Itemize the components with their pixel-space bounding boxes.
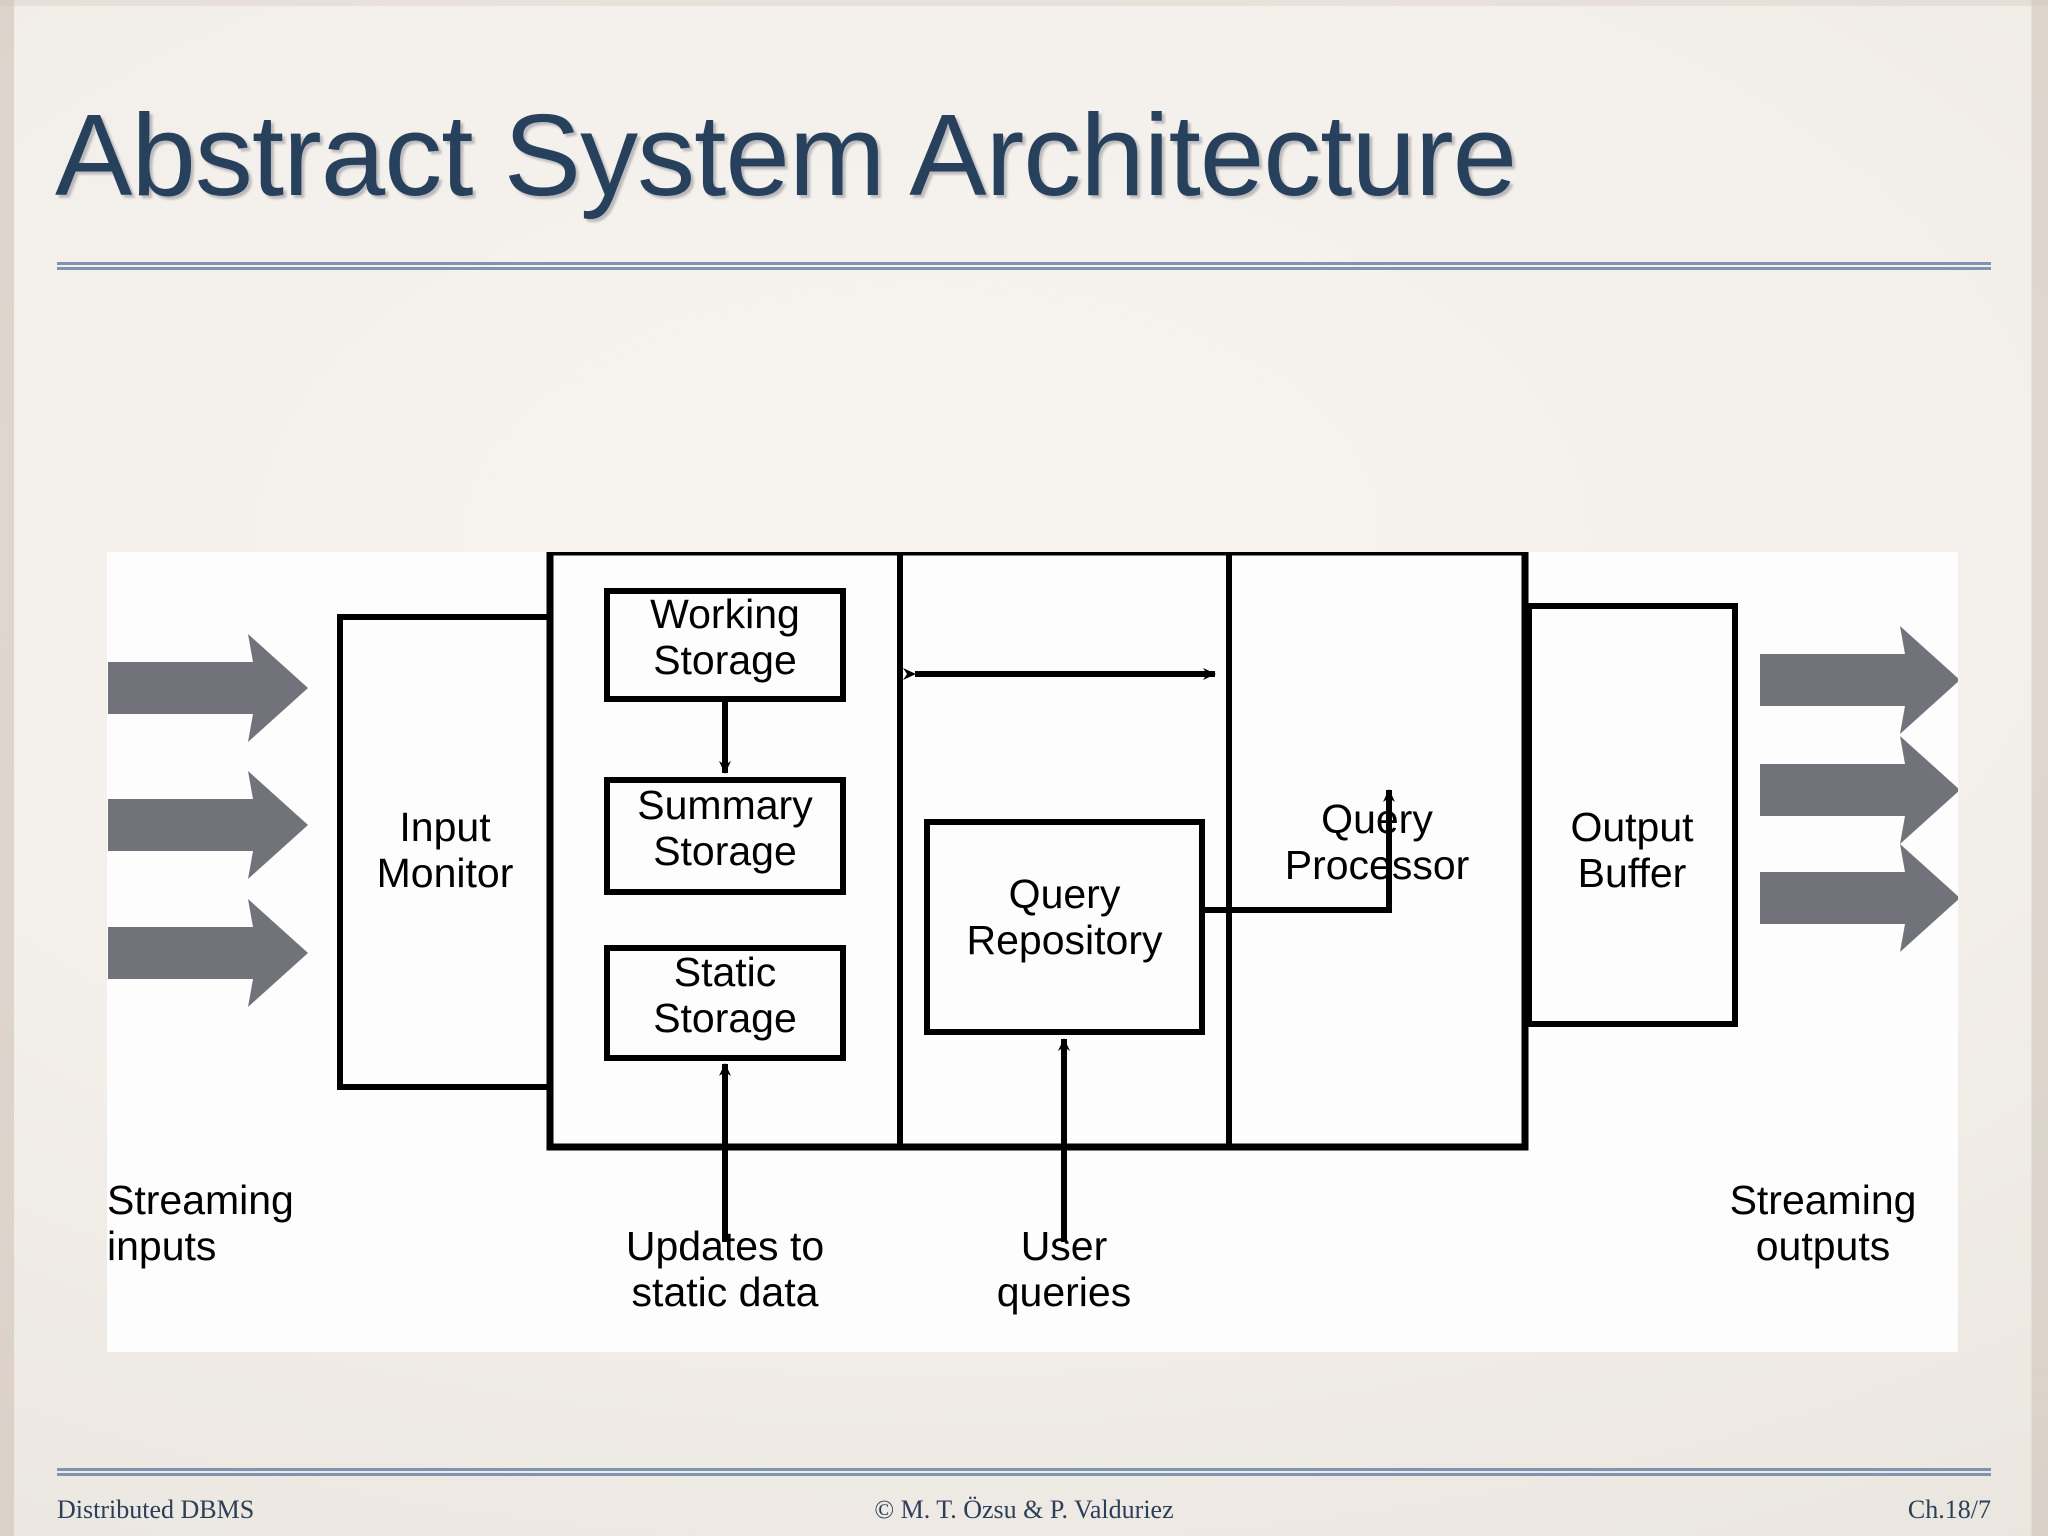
working-storage-label: Working Storage xyxy=(650,591,800,683)
streaming-input-arrow xyxy=(108,771,308,879)
updates-to-static-data-caption: Updates to static data xyxy=(625,1223,825,1315)
footer-copyright: © M. T. Özsu & P. Valduriez xyxy=(874,1495,1174,1524)
static-storage-label: Static Storage xyxy=(653,949,797,1041)
footer-divider xyxy=(57,1468,1991,1478)
query-repository-label: Query Repository xyxy=(966,871,1163,963)
streaming-input-arrow xyxy=(108,634,308,742)
streaming-input-arrow xyxy=(108,899,308,1007)
user-queries-caption: User queries xyxy=(996,1223,1132,1315)
page-title: Abstract System Architecture xyxy=(55,90,1517,220)
output-buffer-box xyxy=(1526,603,1738,1027)
static-storage-box xyxy=(604,945,846,1061)
input-monitor-label: Input Monitor xyxy=(376,804,514,896)
streaming-output-arrow xyxy=(1760,844,1958,952)
repository-to-processor-arrow xyxy=(1202,789,1395,913)
streaming-inputs-caption: Streaming inputs xyxy=(107,1177,294,1269)
diagram-panel: Input Monitor Working Storage Summary St… xyxy=(107,552,1958,1352)
streaming-output-arrows xyxy=(1760,626,1958,952)
streaming-output-arrow xyxy=(1760,736,1958,844)
summary-storage-box xyxy=(604,777,846,895)
slide-footer: Distributed DBMS © M. T. Özsu & P. Valdu… xyxy=(57,1495,1991,1529)
output-buffer-label: Output Buffer xyxy=(1570,804,1694,896)
query-processor-label: Query Processor xyxy=(1284,796,1470,888)
footer-left-text: Distributed DBMS xyxy=(57,1495,255,1524)
streaming-input-arrows xyxy=(108,634,308,1007)
footer-page-number: Ch.18/7 xyxy=(1907,1495,1991,1524)
streaming-outputs-caption: Streaming outputs xyxy=(1729,1177,1917,1269)
system-container-box xyxy=(546,552,1529,1151)
title-divider xyxy=(57,262,1991,272)
summary-storage-label: Summary Storage xyxy=(637,782,813,874)
architecture-diagram xyxy=(108,552,1958,1242)
streaming-output-arrow xyxy=(1760,626,1958,734)
query-repository-box xyxy=(924,819,1205,1035)
